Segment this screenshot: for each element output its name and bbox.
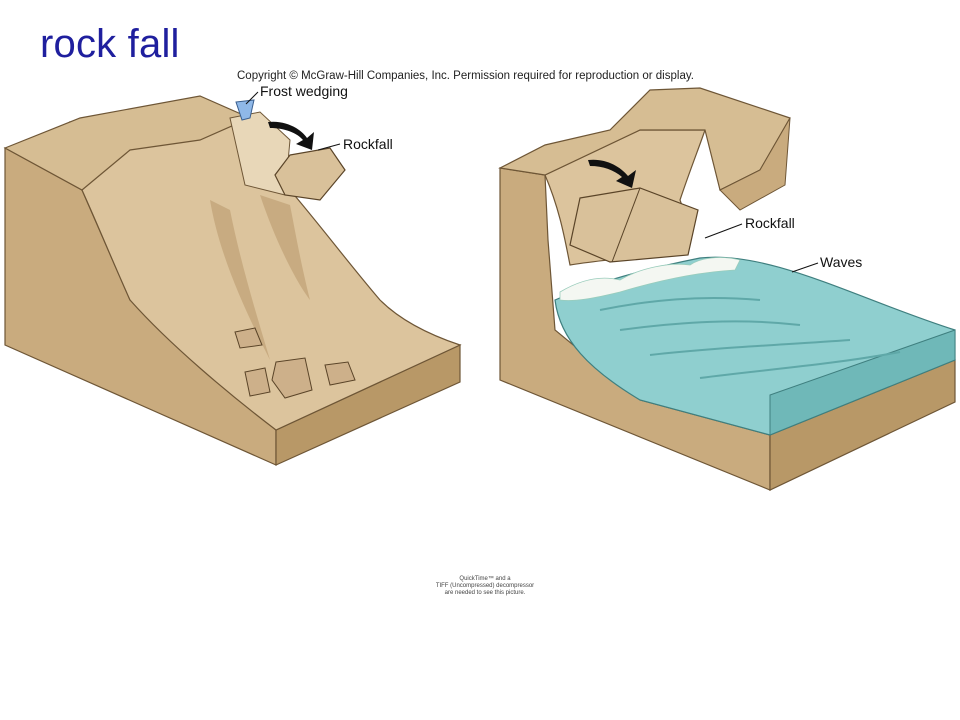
boulder-3: [324, 361, 356, 386]
leader-waves: [791, 262, 819, 273]
boulder-1: [271, 357, 313, 399]
left-slope-shading: [210, 195, 310, 360]
boulder-4: [234, 327, 263, 349]
wave-foam: [559, 257, 741, 301]
right-fall-arrow: [588, 159, 636, 188]
qt-line-2: TIFF (Uncompressed) decompressor: [435, 583, 535, 589]
quicktime-placeholder-notice: QuickTime™ and a TIFF (Uncompressed) dec…: [430, 576, 540, 597]
leader-rockfall-left: [317, 143, 341, 151]
copyright-notice: Copyright © McGraw-Hill Companies, Inc. …: [237, 70, 694, 82]
slide-title: rock fall: [40, 22, 180, 66]
boulder-2: [244, 367, 271, 397]
wave-lines: [599, 297, 901, 379]
frost-ice-wedge: [235, 99, 255, 121]
right-block-edge: [611, 187, 641, 263]
left-fall-arrow: [268, 121, 314, 150]
label-waves: Waves: [820, 254, 863, 270]
left-plateau-top: [3, 95, 252, 191]
qt-line-1: QuickTime™ and a: [459, 576, 511, 582]
label-rockfall-right: Rockfall: [745, 215, 795, 231]
right-sea-cliff-block: [498, 87, 956, 491]
water-front-face: [769, 329, 956, 436]
left-falling-block: [274, 147, 346, 201]
label-frost-wedging: Frost wedging: [260, 83, 348, 99]
overhang-face: [719, 117, 791, 211]
leader-rockfall-right: [704, 223, 743, 239]
label-rockfall-left: Rockfall: [343, 136, 393, 152]
left-cliff-block: [3, 95, 462, 466]
qt-line-3: are needed to see this picture.: [444, 590, 526, 596]
leader-frost-wedging: [245, 91, 259, 105]
